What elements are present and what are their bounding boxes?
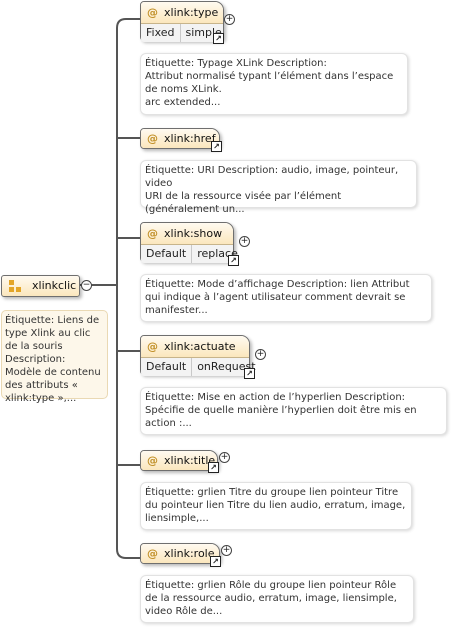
link-icon[interactable]: ↗ (211, 141, 222, 152)
attribute-name: xlink:href (164, 132, 216, 145)
expand-icon[interactable]: + (219, 452, 230, 463)
attribute-node-xlink-type[interactable]: @ xlink:type Fixed simple (140, 1, 224, 42)
attribute-name: xlink:title (164, 454, 216, 467)
attribute-node-xlink-actuate[interactable]: @ xlink:actuate Default onRequest (140, 335, 256, 376)
attribute-icon: @ (147, 547, 158, 560)
attribute-name: xlink:type (164, 6, 219, 19)
attribute-icon: @ (147, 454, 158, 467)
attribute-description: Étiquette: grlien Titre du groupe lien p… (140, 482, 412, 530)
expand-icon[interactable]: + (224, 14, 235, 25)
attribute-name: xlink:role (164, 547, 215, 560)
expand-icon[interactable]: + (221, 545, 232, 556)
attribute-name: xlink:show (164, 227, 223, 240)
attribute-description: Étiquette: Mode d’affichage Description:… (140, 274, 432, 322)
attribute-icon: @ (147, 227, 158, 240)
attribute-icon: @ (147, 340, 158, 353)
attribute-description: Étiquette: Typage XLink Description: Att… (140, 53, 408, 115)
root-element-node[interactable]: xlinkclic (1, 275, 80, 297)
value-kind: Fixed (141, 24, 181, 42)
expand-icon[interactable]: + (239, 236, 250, 247)
collapse-icon[interactable]: − (81, 280, 92, 291)
attribute-node-xlink-show[interactable]: @ xlink:show Default replace (140, 222, 238, 263)
root-element-name: xlinkclic (32, 279, 77, 292)
link-icon[interactable]: ↗ (213, 33, 224, 44)
link-icon[interactable]: ↗ (208, 462, 219, 473)
value-kind: Default (141, 358, 193, 376)
attribute-icon: @ (147, 132, 158, 145)
element-icon (9, 280, 21, 292)
attribute-node-xlink-role[interactable]: @ xlink:role (140, 543, 220, 564)
link-icon[interactable]: ↗ (244, 368, 255, 379)
attribute-value: onRequest (197, 360, 256, 373)
root-element-description: Étiquette: Liens de type Xlink au clic d… (1, 310, 108, 404)
attribute-description: Étiquette: Mise en action de l’hyperlien… (140, 387, 447, 435)
link-icon[interactable]: ↗ (210, 556, 221, 567)
attribute-node-xlink-title[interactable]: @ xlink:title (140, 450, 218, 471)
link-icon[interactable]: ↗ (228, 255, 239, 266)
value-kind: Default (141, 245, 193, 263)
attribute-value: replace (197, 247, 238, 260)
attribute-description: Étiquette: URI Description: audio, image… (140, 160, 417, 215)
attribute-description: Étiquette: grlien Rôle du groupe lien po… (140, 575, 414, 623)
attribute-icon: @ (147, 6, 158, 19)
expand-icon[interactable]: + (255, 349, 266, 360)
attribute-value: simple (185, 26, 222, 39)
attribute-node-xlink-href[interactable]: @ xlink:href (140, 128, 220, 149)
attribute-name: xlink:actuate (164, 340, 236, 353)
